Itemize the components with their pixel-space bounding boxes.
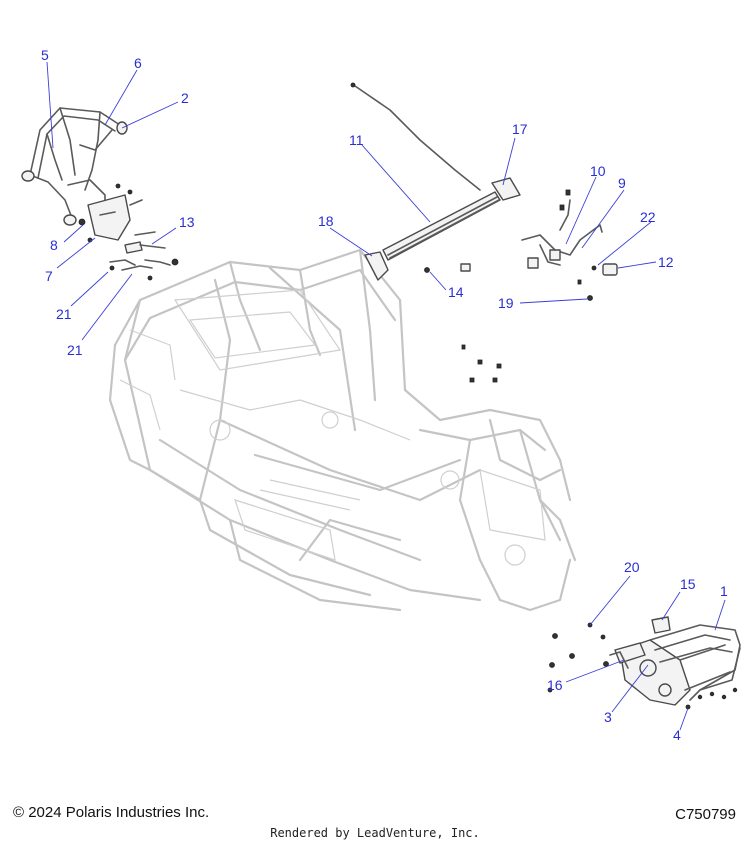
callout-11: 11 [349,132,364,148]
callout-12: 12 [658,254,674,270]
switch-12 [577,263,618,301]
frame-hardware [461,344,502,383]
chassis-frame [108,248,577,612]
callout-8: 8 [50,237,58,253]
callout-4: 4 [673,727,681,743]
callout-9: 9 [618,175,626,191]
hardware-13-21 [109,231,179,281]
copyright-notice: © 2024 Polaris Industries Inc. [13,804,210,821]
callout-21-upper: 21 [56,306,72,322]
light-bar-assembly [350,82,521,281]
callout-21-lower: 21 [67,342,83,358]
callout-22: 22 [640,209,656,225]
callout-16: 16 [547,677,563,693]
callout-10: 10 [590,163,606,179]
front-bracket-assembly [78,183,143,243]
callout-17: 17 [512,121,528,137]
drawing-id: C750799 [675,806,736,823]
callout-5: 5 [41,47,49,63]
callout-labels: 5 6 2 8 7 13 21 21 11 18 17 10 9 22 12 1… [41,47,728,743]
callout-14: 14 [448,284,464,300]
callout-1: 1 [720,583,728,599]
callout-6: 6 [134,55,142,71]
callout-18: 18 [318,213,334,229]
callout-13: 13 [179,214,195,230]
callout-2: 2 [181,90,189,106]
callout-7: 7 [45,268,53,284]
wiring-harness [521,189,603,269]
callout-20: 20 [624,559,640,575]
callout-19: 19 [498,295,514,311]
rendered-by-credit: Rendered by LeadVenture, Inc. [270,826,480,840]
callout-3: 3 [604,709,612,725]
leader-lines [46,61,726,731]
rear-bumper-assembly [547,616,741,710]
callout-15: 15 [680,576,696,592]
